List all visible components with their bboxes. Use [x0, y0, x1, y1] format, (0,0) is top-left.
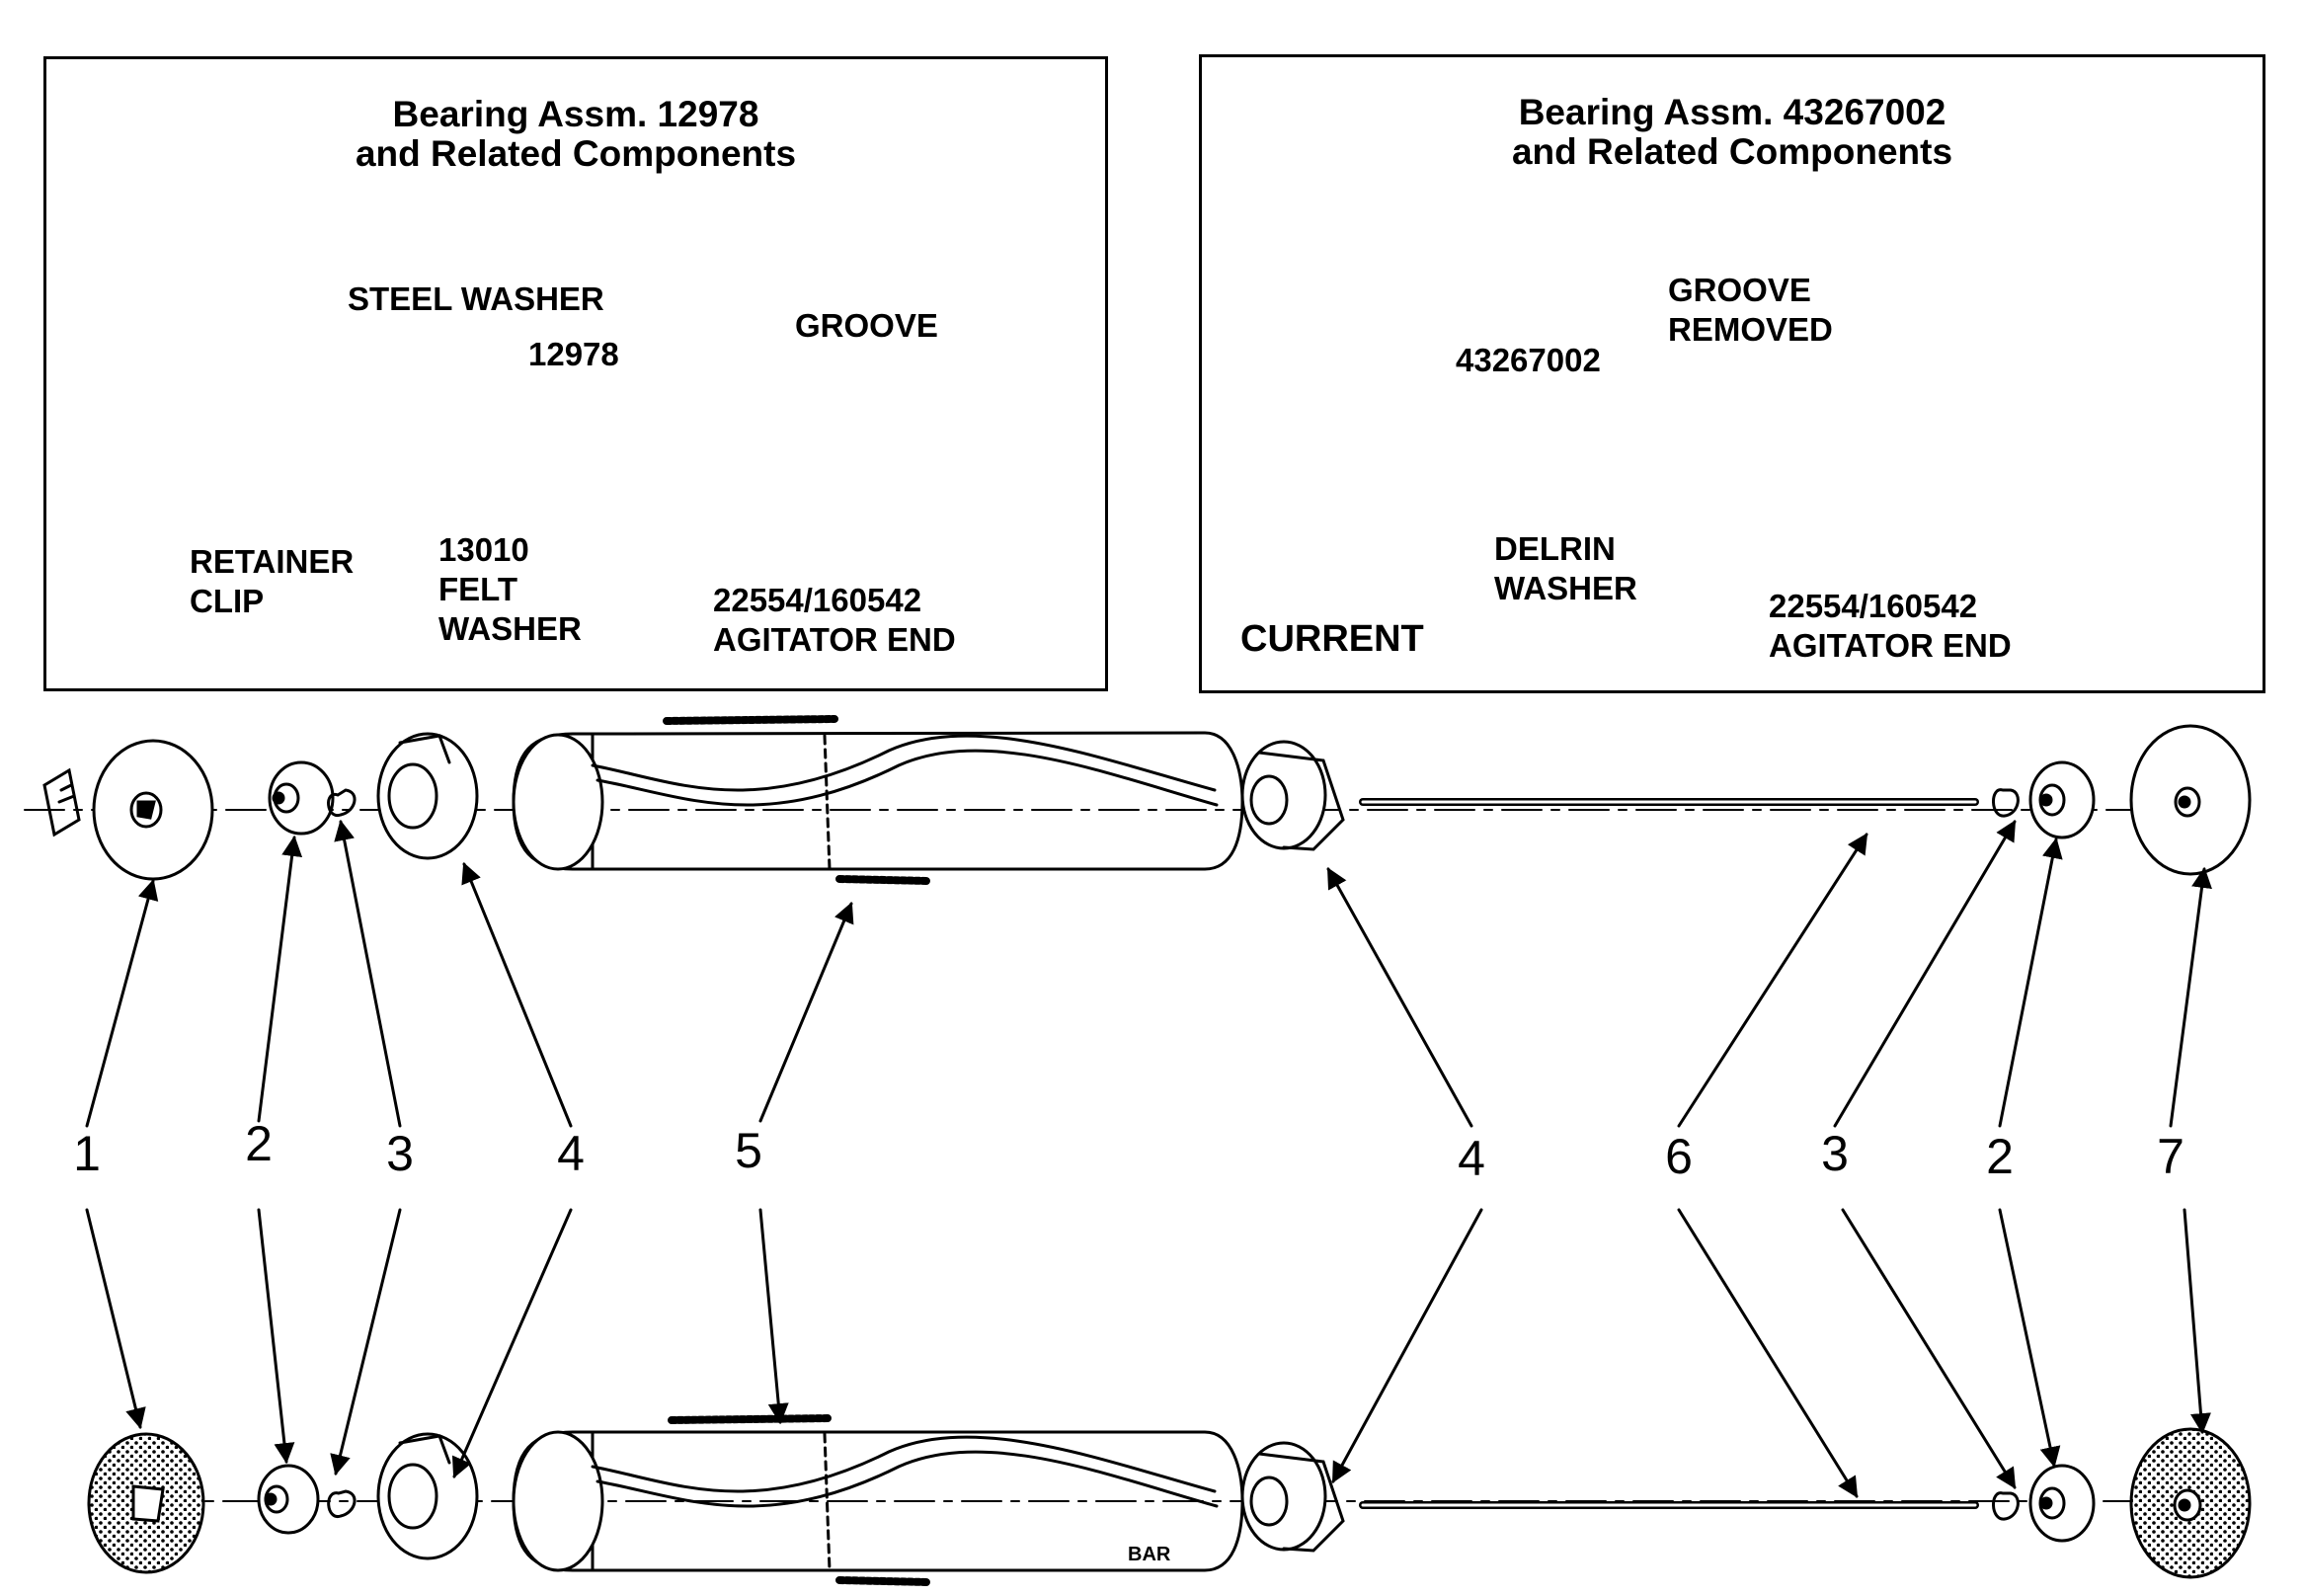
bottom-assembly — [87, 1414, 2252, 1586]
label-retainer: RETAINER — [190, 543, 355, 580]
inset-right-title-line2: and Related Components — [1511, 131, 1953, 172]
callout-number-6: 6 — [1665, 1129, 1693, 1184]
label-removed: REMOVED — [1668, 311, 1833, 348]
label-delrin: DELRIN — [1494, 530, 1616, 567]
label-agitator-part-left: 22554/160542 — [713, 582, 922, 618]
label-12978: 12978 — [528, 336, 619, 372]
inset-right-title-line1: Bearing Assm. 43267002 — [1518, 92, 1946, 132]
callout-number-2-right: 2 — [1986, 1129, 2014, 1184]
callout-number-4-right: 4 — [1458, 1131, 1485, 1186]
callout-number-7: 7 — [2157, 1129, 2184, 1184]
label-groove: GROOVE — [795, 307, 938, 344]
label-agitator-part-right: 22554/160542 — [1769, 588, 1978, 624]
label-washer-left: WASHER — [438, 610, 582, 647]
callout-number-5: 5 — [735, 1123, 762, 1178]
inset-left-title-line1: Bearing Assm. 12978 — [392, 94, 759, 134]
callout-number-3-right: 3 — [1821, 1126, 1849, 1181]
callout-number-1: 1 — [73, 1126, 101, 1181]
label-agitator-end-left: AGITATOR END — [713, 621, 956, 658]
label-43267002: 43267002 — [1456, 342, 1601, 378]
label-clip: CLIP — [190, 583, 265, 619]
agitator-marking: BAR — [1128, 1544, 1171, 1565]
callout-number-4: 4 — [557, 1126, 585, 1181]
inset-left-title-line2: and Related Components — [355, 133, 797, 174]
label-steel-washer: STEEL WASHER — [348, 280, 604, 317]
top-assembly — [24, 715, 2252, 885]
label-groove-right: GROOVE — [1668, 272, 1811, 308]
inset-bearing-43267002: Bearing Assm. 43267002 and Related Compo… — [1199, 54, 2265, 693]
label-current: CURRENT — [1240, 618, 1424, 660]
callout-number-3: 3 — [386, 1126, 414, 1181]
callout-leaders — [85, 819, 2212, 1498]
inset-bearing-12978: Bearing Assm. 12978 and Related Componen… — [43, 56, 1108, 691]
callout-number-2: 2 — [245, 1116, 273, 1171]
label-13010: 13010 — [438, 531, 529, 568]
label-agitator-end-right: AGITATOR END — [1769, 627, 2012, 664]
label-felt: FELT — [438, 571, 518, 607]
label-washer-right: WASHER — [1494, 570, 1637, 606]
